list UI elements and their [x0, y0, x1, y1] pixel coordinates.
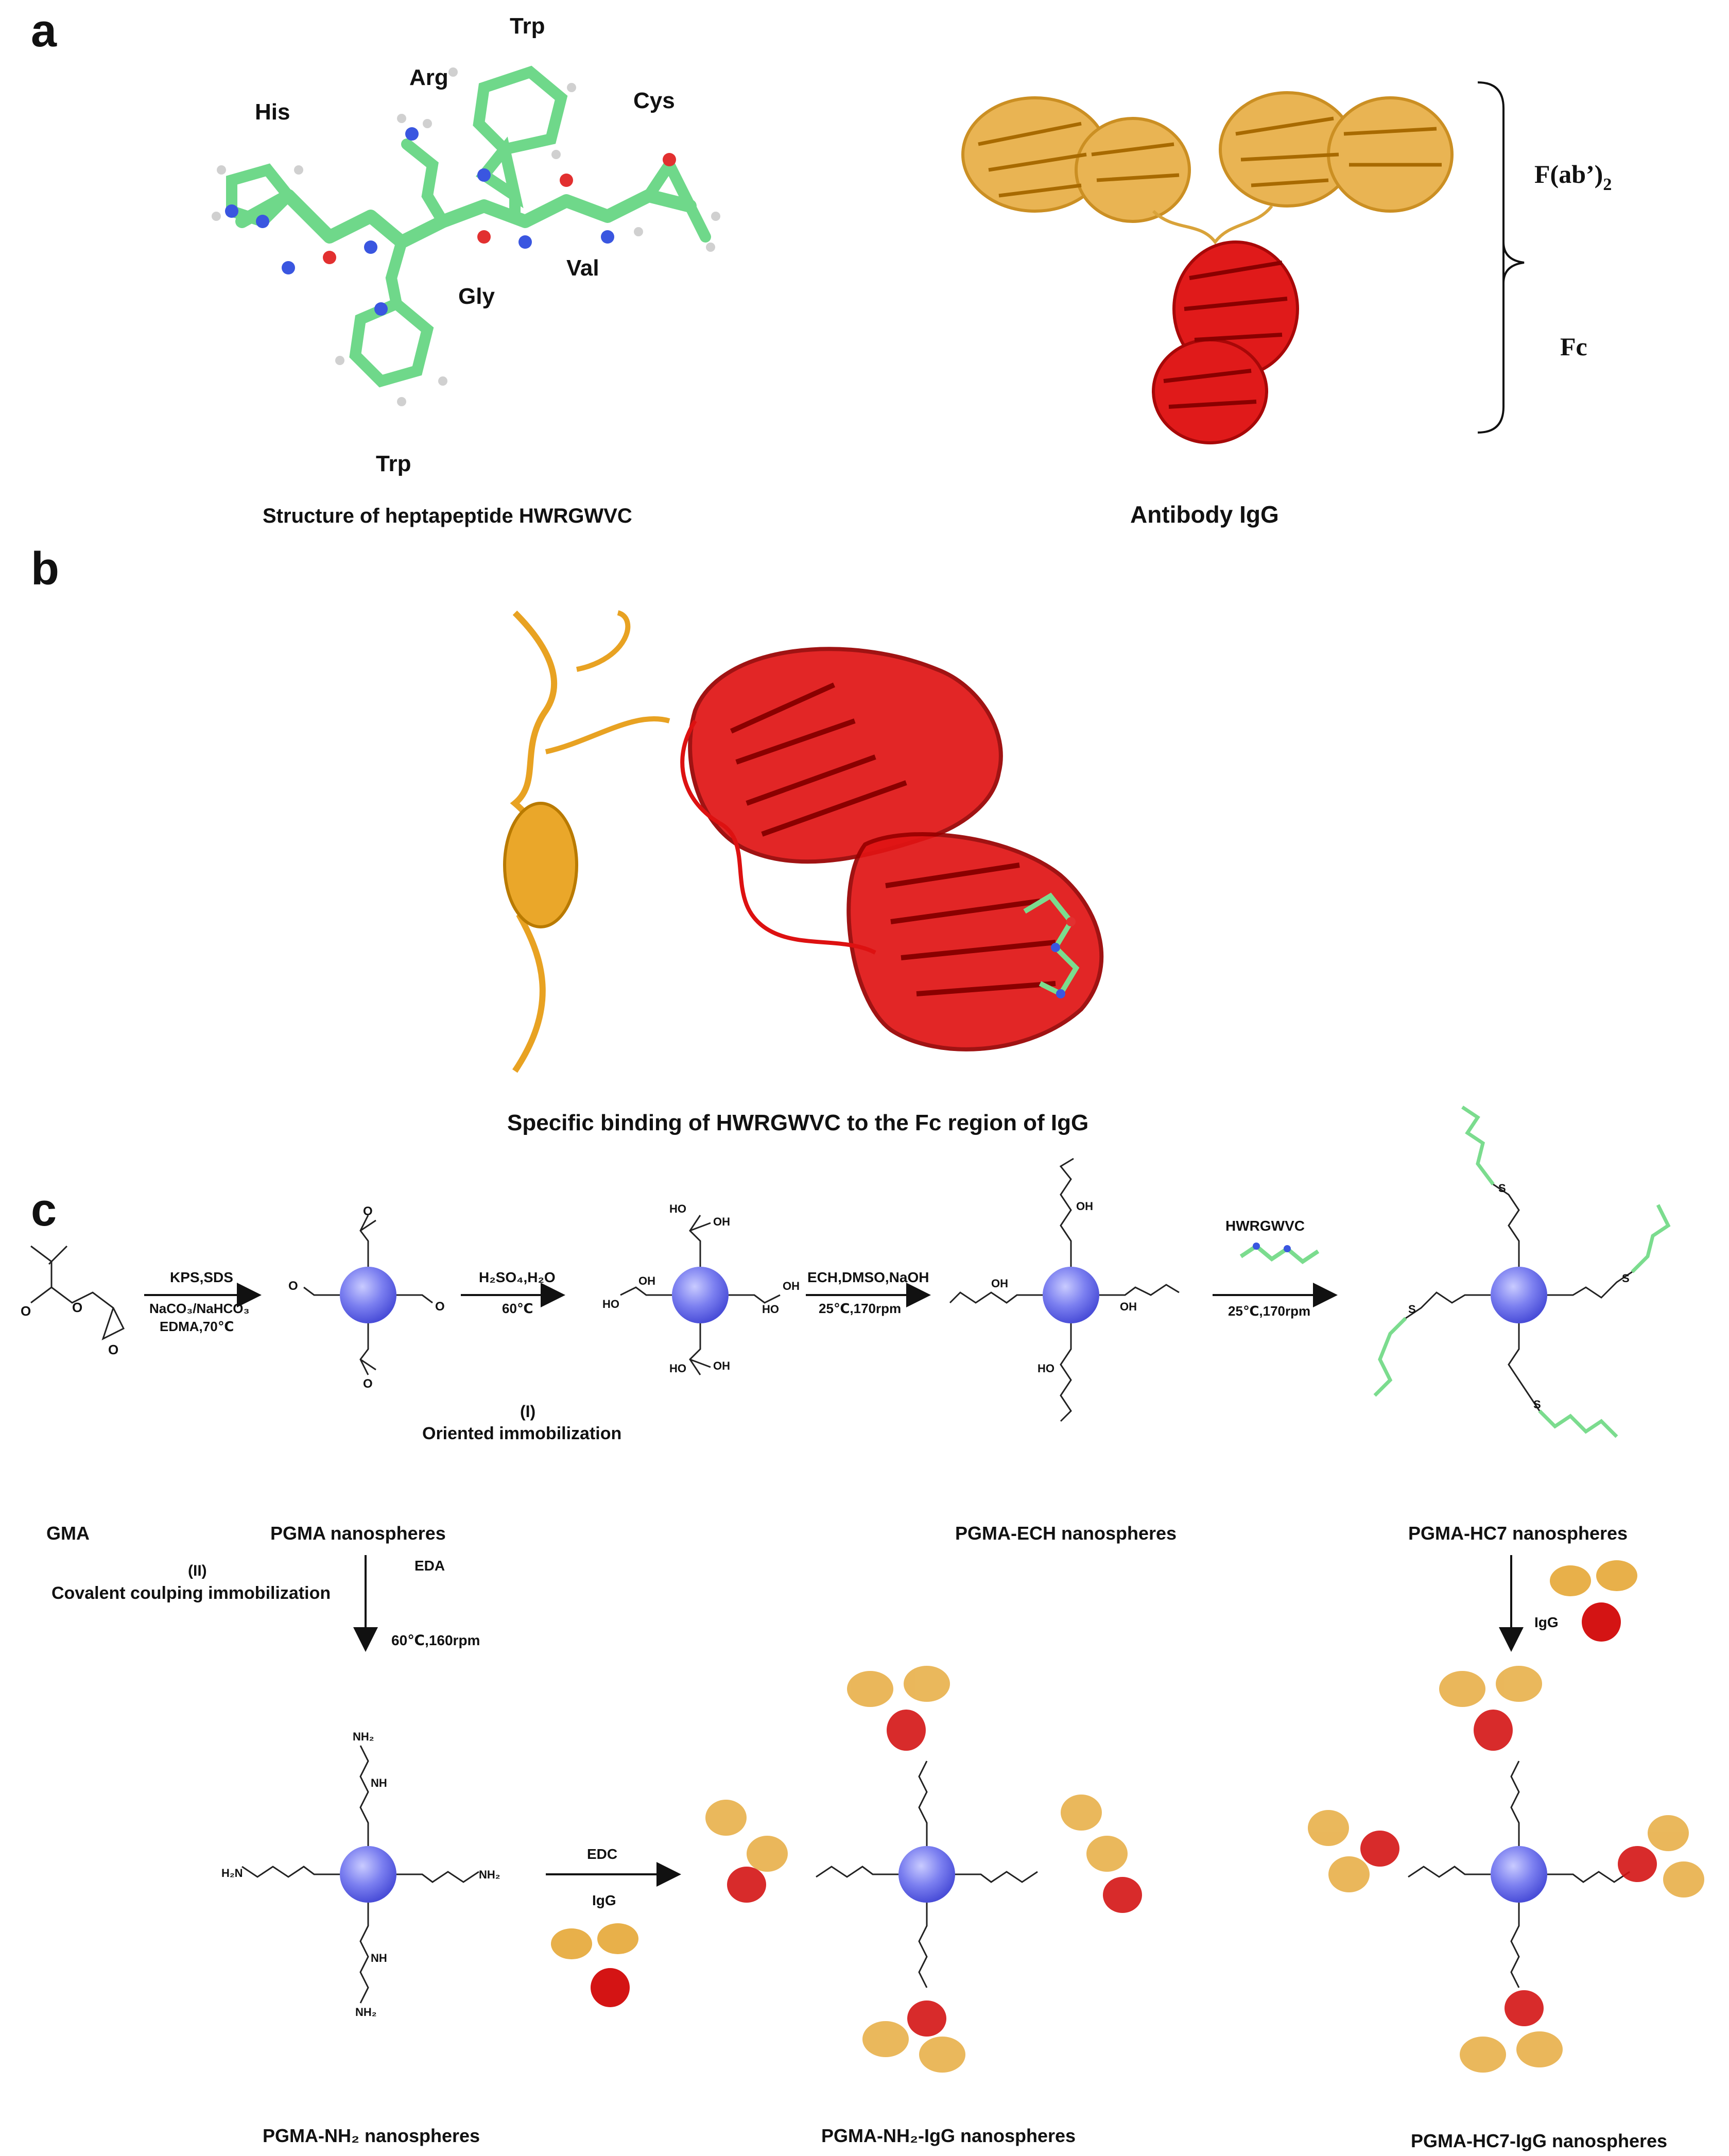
diol-oh-right: OH	[783, 1280, 800, 1292]
step1-reagents: KPS,SDS	[170, 1269, 233, 1285]
name-pgma-nh2: PGMA-NH₂ nanospheres	[263, 2125, 480, 2146]
name-pgma-hc7: PGMA-HC7 nanospheres	[1408, 1523, 1628, 1544]
pgma-o-right: O	[435, 1300, 445, 1314]
route2-number: (II)	[188, 1562, 207, 1579]
peptide-caption: Structure of heptapeptide HWRGWVC	[263, 505, 632, 527]
igg-bottom-reagent: IgG	[592, 1892, 616, 1908]
gma-structure: O O O	[21, 1245, 125, 1357]
ech-ho-bottom: HO	[1038, 1362, 1054, 1375]
step3-conditions: 25℃,170rpm	[819, 1301, 901, 1316]
residue-arg: Arg	[409, 65, 448, 90]
panel-label-b: b	[31, 543, 59, 595]
eda-conditions: 60℃,160rpm	[391, 1632, 480, 1648]
pgma-nanosphere: O O O O	[288, 1204, 445, 1391]
pgma-hc7-nanosphere: S S S S	[1373, 1106, 1671, 1438]
fab-label: F(ab’)2	[1534, 160, 1612, 194]
route1-name: Oriented immobilization	[422, 1424, 621, 1443]
step1-conditions: EDMA,70℃	[160, 1319, 234, 1334]
nh-top: NH	[371, 1776, 387, 1789]
residue-trp-top: Trp	[510, 13, 545, 39]
step4-conditions: 25℃,170rpm	[1228, 1303, 1310, 1319]
diol-oh-top: OH	[713, 1215, 730, 1228]
residue-val: Val	[566, 255, 599, 281]
diol-ho-right: HO	[762, 1303, 779, 1316]
gma-carbonyl-o: O	[21, 1303, 31, 1319]
hwrgwvc-molecule-icon	[1239, 1243, 1320, 1264]
pgma-o-left: O	[288, 1279, 298, 1293]
step2-conditions: 60℃	[502, 1301, 533, 1316]
edc-reagent: EDC	[587, 1846, 617, 1862]
binding-complex-model	[503, 610, 1104, 1073]
antibody-caption: Antibody IgG	[1130, 501, 1279, 528]
ech-oh-top: OH	[1076, 1200, 1093, 1213]
hc7-s-left: S	[1408, 1303, 1416, 1316]
nh2-top: NH₂	[353, 1730, 374, 1743]
pgma-hc7-igg-nanosphere	[1308, 1666, 1704, 2073]
step2-reagents: H₂SO₄,H₂O	[479, 1269, 556, 1285]
name-pgma: PGMA nanospheres	[270, 1523, 446, 1544]
name-pgma-hc7-igg: PGMA-HC7-IgG nanospheres	[1411, 2130, 1667, 2151]
igg-right-reagent: IgG	[1534, 1614, 1559, 1630]
nh2-right: NH₂	[479, 1868, 500, 1881]
residue-gly: Gly	[458, 284, 495, 309]
bracket-fc	[1477, 263, 1505, 434]
fc-label: Fc	[1560, 332, 1587, 361]
diol-oh-bottom: OH	[713, 1359, 730, 1372]
pgma-o-top: O	[363, 1204, 373, 1218]
hc7-s-bottom: S	[1533, 1398, 1541, 1411]
residue-his: His	[255, 99, 290, 125]
step1-buffer: NaCO₃/NaHCO₃	[149, 1301, 250, 1316]
panel-label-a: a	[31, 5, 57, 57]
igg-antibody-icon-right	[1550, 1560, 1637, 1642]
diol-ho-left: HO	[602, 1298, 619, 1310]
diol-nanosphere: HO OH HO OH HO OH HO OH	[602, 1202, 800, 1375]
pgma-nh2-nanosphere: NH₂ NH₂ H₂N NH₂ NH NH	[221, 1730, 500, 2019]
residue-cys: Cys	[633, 88, 675, 113]
nh-bottom: NH	[371, 1952, 387, 1964]
name-pgma-nh2-igg: PGMA-NH₂-IgG nanospheres	[821, 2125, 1076, 2146]
route1-number: (I)	[520, 1402, 535, 1421]
gma-ester-o: O	[72, 1300, 82, 1315]
diol-oh-left: OH	[638, 1274, 655, 1287]
h2n-left: H₂N	[221, 1867, 243, 1879]
name-pgma-ech: PGMA-ECH nanospheres	[955, 1523, 1177, 1544]
step4-reagent: HWRGWVC	[1225, 1218, 1305, 1234]
step3-reagents: ECH,DMSO,NaOH	[807, 1269, 929, 1285]
panel-label-c: c	[31, 1184, 57, 1236]
eda-reagent: EDA	[414, 1558, 445, 1574]
residue-trp-bottom: Trp	[376, 451, 411, 476]
bracket-fab	[1477, 81, 1525, 284]
peptide-model	[212, 65, 720, 406]
ech-oh-left: OH	[991, 1277, 1008, 1290]
binding-caption: Specific binding of HWRGWVC to the Fc re…	[507, 1110, 1088, 1135]
diol-ho-top: HO	[669, 1202, 686, 1215]
gma-epoxide-o: O	[108, 1342, 118, 1357]
nh2-bottom: NH₂	[355, 2006, 377, 2019]
pgma-ech-nanosphere: OH HO OH OH	[949, 1158, 1180, 1422]
name-gma: GMA	[46, 1523, 90, 1544]
hc7-s-right: S	[1622, 1272, 1630, 1285]
pgma-nh2-igg-nanosphere	[705, 1666, 1142, 2073]
igg-antibody-icon-bottom	[551, 1923, 638, 2007]
peptide-ligand-model	[1023, 892, 1080, 998]
pgma-o-bottom: O	[363, 1377, 373, 1391]
diol-ho-bottom: HO	[669, 1362, 686, 1375]
antibody-igg-model	[961, 91, 1454, 444]
hc7-s-top: S	[1498, 1182, 1506, 1195]
route2-name: Covalent coulping immobilization	[51, 1583, 331, 1603]
ech-oh-right: OH	[1120, 1300, 1137, 1313]
